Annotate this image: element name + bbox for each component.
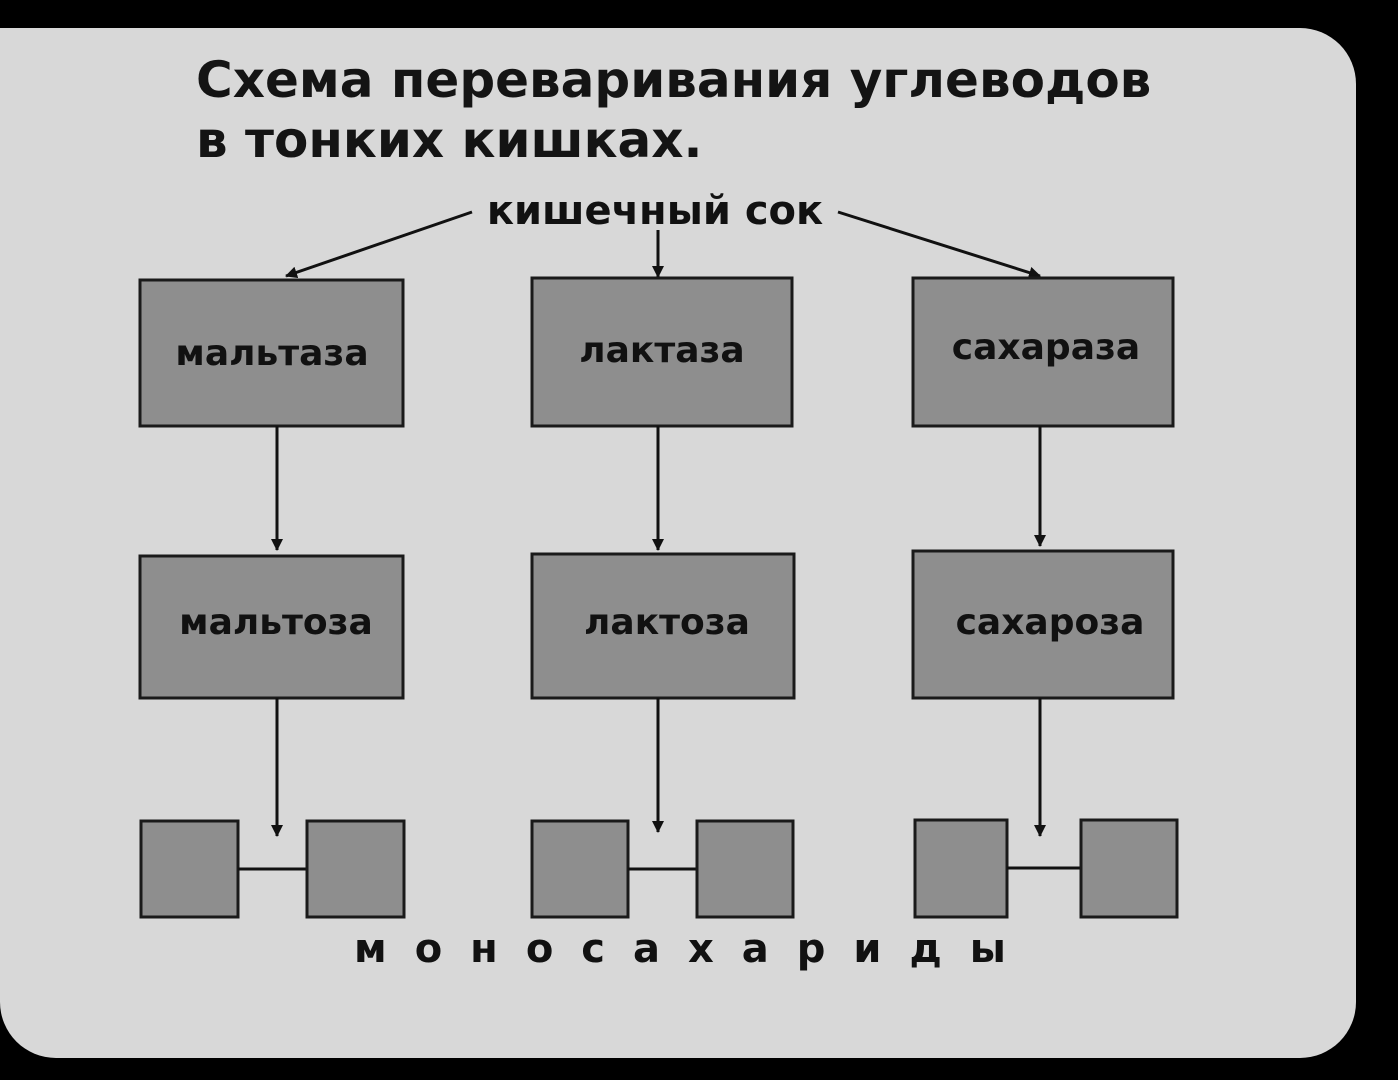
monosaccharide-box-left bbox=[913, 818, 1009, 919]
diagram-title: Схема переваривания углеводов в тонких к… bbox=[196, 50, 1151, 170]
enzyme-box bbox=[530, 276, 794, 428]
enzyme-box bbox=[138, 278, 405, 428]
substrate-box bbox=[530, 552, 796, 700]
title-line-2: в тонких кишках. bbox=[196, 111, 703, 169]
monosaccharide-box-right bbox=[695, 819, 795, 919]
arrow-source-to-enzyme-3 bbox=[837, 210, 1041, 279]
substrate-label: лактоза bbox=[584, 602, 750, 643]
substrate-box bbox=[138, 554, 405, 700]
monosaccharides-label: моносахариды bbox=[354, 926, 1034, 972]
monosaccharide-box-left bbox=[530, 819, 630, 919]
title-line-1: Схема переваривания углеводов bbox=[196, 51, 1152, 109]
source-arrows bbox=[285, 210, 1041, 279]
column-3: сахараза сахароза bbox=[911, 276, 1179, 919]
enzyme-label: мальтаза bbox=[175, 333, 368, 374]
monosaccharide-box-left bbox=[139, 819, 240, 919]
enzyme-box bbox=[911, 276, 1175, 428]
enzyme-label: сахараза bbox=[952, 327, 1140, 368]
monosaccharide-box-right bbox=[305, 819, 406, 919]
column-1: мальтаза мальтоза bbox=[138, 278, 406, 919]
substrate-label: мальтоза bbox=[179, 602, 373, 643]
enzyme-label: лактаза bbox=[579, 330, 744, 371]
monosaccharide-box-right bbox=[1079, 818, 1179, 919]
substrate-box bbox=[911, 549, 1175, 700]
source-label: кишечный сок bbox=[487, 188, 823, 234]
arrow-source-to-enzyme-1 bbox=[285, 210, 473, 279]
column-2: лактаза лактоза bbox=[530, 276, 796, 919]
substrate-label: сахароза bbox=[956, 602, 1145, 643]
